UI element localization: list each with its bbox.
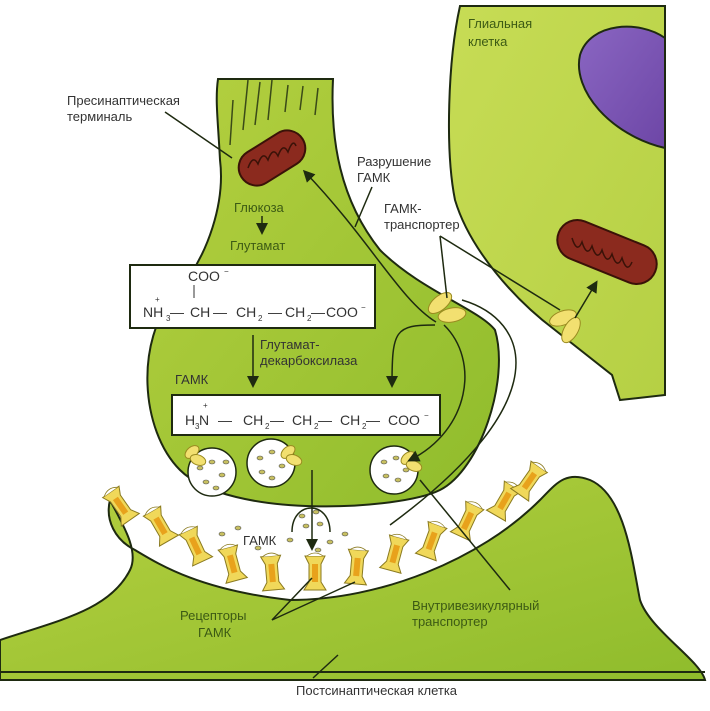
label-presynaptic-1: Пресинаптическая	[67, 93, 180, 108]
svg-text:−: −	[361, 303, 366, 312]
svg-text:−: −	[224, 267, 229, 276]
label-glial-1: Глиальная	[468, 16, 532, 31]
label-glial-2: клетка	[468, 34, 508, 49]
axon-filaments	[229, 79, 319, 146]
svg-text:CH: CH	[190, 304, 210, 320]
gaba-receptor	[303, 552, 327, 591]
label-presynaptic-2: терминаль	[67, 109, 132, 124]
svg-text:NH: NH	[143, 304, 163, 320]
svg-text:2: 2	[307, 314, 312, 323]
svg-text:CH: CH	[285, 304, 305, 320]
label-breakdown-2: ГАМК	[357, 170, 391, 185]
gaba-receptor	[343, 546, 370, 586]
labels: Пресинаптическая терминаль Глиальная кле…	[67, 16, 539, 698]
svg-text:—: —	[218, 412, 232, 428]
gaba-formula: + H 3 N — CH 2 — CH 2 — CH 2 — COO −	[185, 401, 429, 431]
svg-text:—: —	[311, 304, 325, 320]
svg-text:—: —	[270, 412, 284, 428]
svg-text:2: 2	[362, 422, 367, 431]
svg-text:—: —	[366, 412, 380, 428]
label-decarboxylase-2: декарбоксилаза	[260, 353, 358, 368]
gaba-receptor	[259, 552, 286, 592]
glutamate-formula: COO − + NH 3 — CH — CH 2 — CH 2 — COO −	[143, 267, 366, 323]
label-receptors-1: Рецепторы	[180, 608, 247, 623]
svg-text:3: 3	[195, 422, 200, 431]
pathway-arrows	[302, 169, 598, 551]
svg-text:—: —	[268, 304, 282, 320]
gaba-receptor	[142, 505, 180, 547]
svg-text:N: N	[199, 412, 209, 428]
label-glucose: Глюкоза	[234, 200, 285, 215]
svg-text:—: —	[318, 412, 332, 428]
label-vesicular-2: транспортер	[412, 614, 488, 629]
svg-text:—: —	[170, 304, 184, 320]
svg-text:CH: CH	[236, 304, 256, 320]
mitochondrion-presynaptic	[237, 129, 307, 187]
label-receptors-2: ГАМК	[198, 625, 232, 640]
label-breakdown-1: Разрушение	[357, 154, 431, 169]
svg-text:2: 2	[258, 314, 263, 323]
label-gaba-cleft: ГАМК	[243, 533, 277, 548]
gaba-molecules	[196, 449, 410, 553]
svg-text:H: H	[185, 412, 195, 428]
label-postsynaptic: Постсинаптическая клетка	[296, 683, 458, 698]
svg-text:2: 2	[314, 422, 319, 431]
gaba-receptor	[509, 460, 549, 502]
vesicle-fusing	[291, 507, 331, 533]
gaba-receptors	[101, 460, 549, 592]
svg-text:COO: COO	[326, 304, 358, 320]
svg-text:CH: CH	[340, 412, 360, 428]
svg-text:−: −	[424, 411, 429, 420]
synaptic-cleft	[125, 455, 550, 560]
gaba-receptor	[217, 543, 249, 584]
svg-text:CH: CH	[292, 412, 312, 428]
label-gaba-presynaptic: ГАМК	[175, 372, 209, 387]
svg-text:CH: CH	[243, 412, 263, 428]
postsynaptic-cell-body	[0, 475, 707, 681]
glutamate-formula-box	[129, 264, 376, 329]
svg-text:COO: COO	[388, 412, 420, 428]
gaba-receptor	[178, 525, 214, 567]
svg-text:COO: COO	[188, 268, 220, 284]
label-vesicular-1: Внутривезикулярный	[412, 598, 539, 613]
gaba-formula-box	[171, 394, 441, 436]
gaba-receptor	[414, 520, 448, 562]
mitochondrion-glial	[556, 219, 658, 285]
svg-text:3: 3	[166, 314, 171, 323]
svg-text:+: +	[155, 295, 160, 304]
gaba-receptor	[378, 533, 410, 574]
label-transporter-1: ГАМК-	[384, 201, 422, 216]
label-transporter-2: транспортер	[384, 217, 460, 232]
gaba-receptor	[101, 485, 141, 527]
leader-lines	[164, 111, 561, 679]
svg-text:+: +	[203, 401, 208, 410]
svg-text:2: 2	[265, 422, 270, 431]
gaba-transporters	[427, 292, 581, 344]
glial-nucleus	[577, 25, 666, 150]
label-glutamate: Глутамат	[230, 238, 285, 253]
label-decarboxylase-1: Глутамат-	[260, 337, 320, 352]
svg-text:—: —	[213, 304, 227, 320]
